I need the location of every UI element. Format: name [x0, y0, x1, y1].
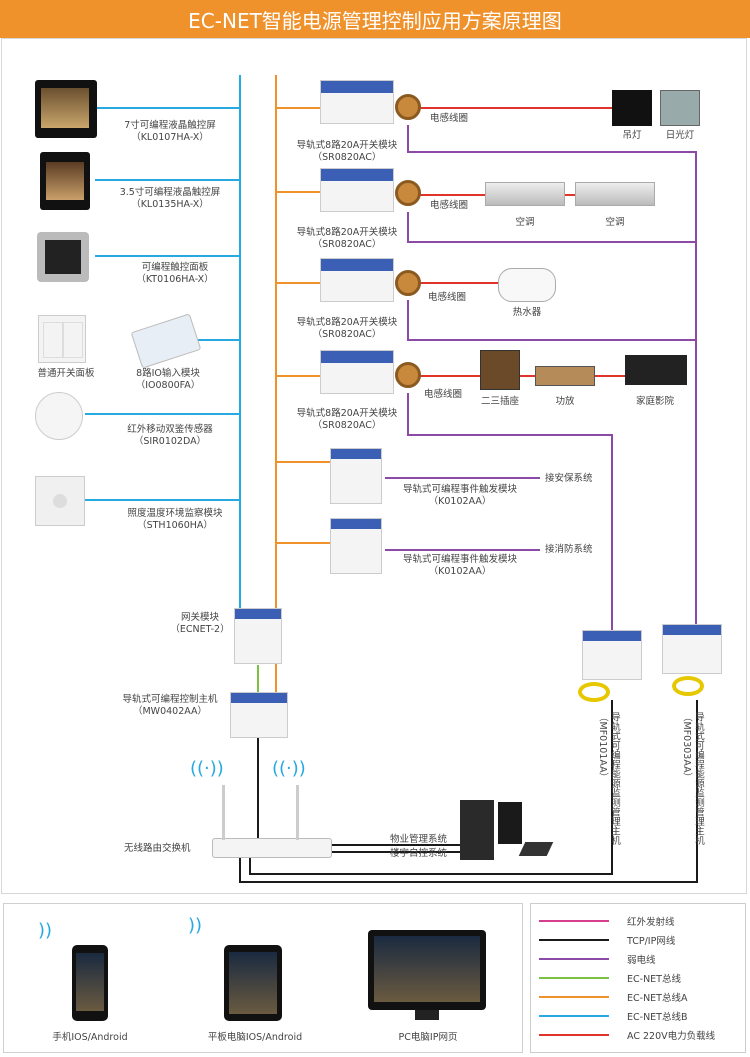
weak-line — [407, 393, 613, 632]
load-label: 家庭影院 — [635, 396, 674, 407]
fluorescent-light — [660, 90, 700, 126]
module-label: 导轨式8路20A开关模块（SR0820AC） — [296, 408, 398, 431]
client-label: PC电脑IP网页 — [398, 1032, 458, 1043]
tcp-line — [239, 700, 698, 883]
load-label: 功放 — [555, 396, 575, 407]
monitor-stand — [415, 1010, 439, 1020]
router-antenna — [296, 785, 299, 840]
wireless-router — [212, 838, 332, 858]
air-conditioner — [485, 182, 565, 206]
touch-panel — [37, 232, 89, 282]
device-label: 照度温度环境监察模块（STH1060HA） — [127, 508, 223, 531]
tcp-line — [249, 700, 613, 875]
legend-item: 红外发射线 — [539, 914, 739, 928]
phone-device — [72, 945, 108, 1021]
tablet-device — [224, 945, 282, 1021]
load-label: 日光灯 — [665, 130, 695, 141]
legend-item: EC-NET总线B — [539, 1009, 739, 1023]
legend: 红外发射线 TCP/IP网线 弱电线 EC-NET总线 EC-NET总线A EC… — [530, 903, 746, 1053]
gateway-label: 网关模块（ECNET-2） — [170, 612, 230, 635]
switch-module — [320, 80, 394, 124]
load-label: 二三插座 — [480, 396, 519, 407]
inductor-coil — [395, 270, 421, 296]
water-heater — [498, 268, 556, 302]
system-label: 楼宇自控系统 — [390, 848, 448, 859]
coil-label: 电感线圈 — [428, 292, 467, 303]
module-label: 导轨式可编程事件触发模块（K0102AA） — [402, 554, 517, 577]
weak-line — [407, 212, 696, 243]
inductor-coil — [395, 94, 421, 120]
inductor-coil — [395, 180, 421, 206]
gateway-module — [234, 608, 282, 664]
client-label: 平板电脑IOS/Android — [207, 1032, 303, 1043]
trigger-module — [330, 448, 382, 504]
module-label: 导轨式8路20A开关模块（SR0820AC） — [296, 227, 398, 250]
inductor-coil — [395, 362, 421, 388]
meter-label: 导轨式可编程能源监测管理主机（MF0101AA） — [597, 712, 620, 845]
coil-label: 电感线圈 — [430, 200, 469, 211]
device-label: 红外移动双鉴传感器（SIR0102DA） — [127, 424, 213, 447]
wifi-signal-icon: ((·)) — [272, 758, 306, 779]
environment-sensor — [35, 476, 85, 526]
wall-switch — [38, 315, 86, 363]
client-label: 手机IOS/Android — [52, 1032, 128, 1043]
load-label: 空调 — [605, 217, 625, 228]
coil-label: 电感线圈 — [424, 389, 463, 400]
switch-module — [320, 258, 394, 302]
device-label: 3.5寸可编程液晶触控屏（KL0135HA-X） — [119, 187, 221, 210]
weak-line — [407, 125, 697, 625]
legend-item: EC-NET总线 — [539, 971, 739, 985]
device-label: 7寸可编程液晶触控屏（KL0107HA-X） — [124, 120, 216, 143]
switch-module — [320, 168, 394, 212]
device-label: 普通开关面板 — [37, 368, 95, 379]
energy-meter — [662, 624, 722, 674]
pc-monitor — [498, 802, 522, 844]
amplifier — [535, 366, 595, 386]
air-conditioner — [575, 182, 655, 206]
module-label: 导轨式8路20A开关模块（SR0820AC） — [296, 317, 398, 340]
load-label: 吊灯 — [622, 130, 642, 141]
energy-meter — [582, 630, 642, 680]
router-label: 无线路由交换机 — [124, 843, 191, 854]
legend-item: 弱电线 — [539, 952, 739, 966]
ir-motion-sensor — [35, 392, 83, 440]
switch-module — [320, 350, 394, 394]
legend-item: TCP/IP网线 — [539, 933, 739, 947]
module-label: 导轨式可编程事件触发模块（K0102AA） — [402, 484, 517, 507]
page-title: EC-NET智能电源管理控制应用方案原理图 — [188, 9, 562, 33]
home-theater — [625, 355, 687, 385]
touch-screen-3-5inch — [40, 152, 90, 210]
chandelier — [612, 90, 652, 126]
system-link-label: 接安保系统 — [545, 473, 593, 484]
trigger-module — [330, 518, 382, 574]
system-link-label: 接消防系统 — [545, 544, 593, 555]
current-transformer — [672, 676, 704, 696]
legend-item: AC 220V电力负载线 — [539, 1028, 739, 1042]
load-label: 空调 — [515, 217, 535, 228]
current-transformer — [578, 682, 610, 702]
touch-screen-7inch — [35, 80, 97, 138]
router-antenna — [222, 785, 225, 840]
pc-monitor-client — [368, 930, 486, 1010]
coil-label: 电感线圈 — [430, 113, 469, 124]
weak-line — [407, 300, 696, 341]
power-socket — [480, 350, 520, 390]
load-label: 热水器 — [512, 307, 542, 318]
wifi-icon: )) — [38, 920, 53, 941]
system-label: 物业管理系统 — [390, 834, 448, 845]
host-label: 导轨式可编程控制主机（MW0402AA） — [122, 694, 218, 717]
control-host — [230, 692, 288, 738]
module-label: 导轨式8路20A开关模块（SR0820AC） — [296, 140, 398, 163]
device-label: 8路IO输入模块（IO0800FA） — [135, 368, 201, 391]
diagram-frame — [1, 38, 747, 894]
title-bar: EC-NET智能电源管理控制应用方案原理图 — [0, 0, 750, 38]
wifi-icon: )) — [188, 915, 203, 936]
wifi-signal-icon: ((·)) — [190, 758, 224, 779]
legend-item: EC-NET总线A — [539, 990, 739, 1004]
pc-tower — [460, 800, 494, 860]
meter-label: 导轨式可编程能源监测管理主机（MF0303AA） — [681, 712, 704, 845]
device-label: 可编程触控面板（KT0106HA-X） — [136, 262, 214, 285]
